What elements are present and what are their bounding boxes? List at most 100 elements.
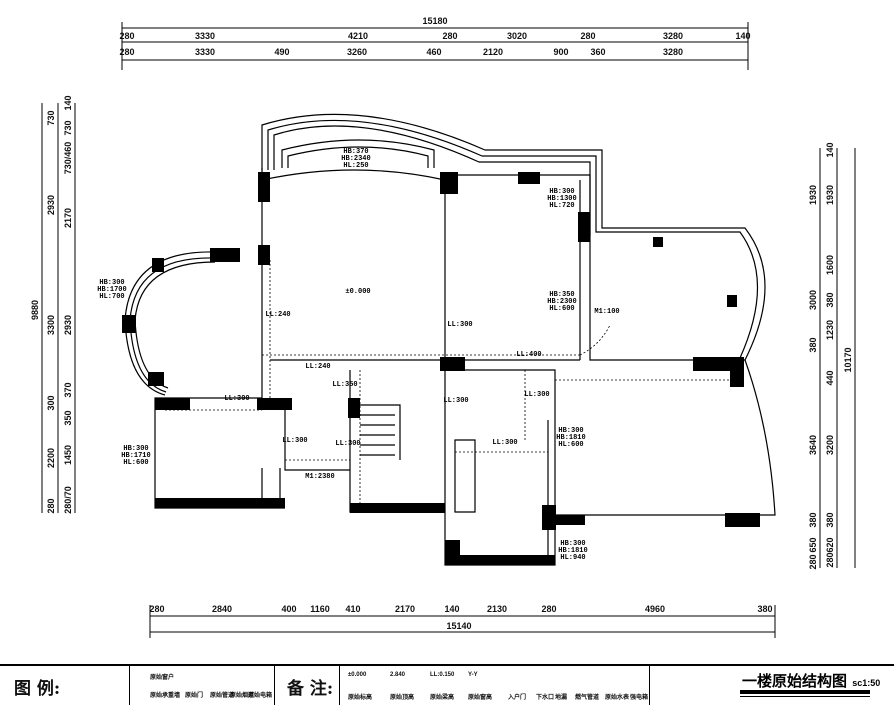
dimension-label: 280: [119, 31, 134, 41]
dimension-label: 400: [281, 604, 296, 614]
room-annotation: LL:300: [524, 391, 549, 399]
room-annotation: HB:370: [343, 148, 368, 156]
dimension-label: 280: [46, 498, 56, 513]
dimension-label: 620: [825, 537, 835, 552]
room-annotation: LL:300: [335, 440, 360, 448]
dimension-label: 370: [63, 382, 73, 397]
dimension-label: 280: [119, 47, 134, 57]
room-annotation: LL:300: [447, 321, 472, 329]
dimension-label: 2930: [63, 315, 73, 335]
notes-label: 备 注:: [287, 679, 334, 699]
dimension-label: 1230: [825, 320, 835, 340]
legend-mark-caption: 下水口: [536, 695, 555, 701]
dimension-label: 380: [808, 512, 818, 527]
room-annotation: HL:700: [99, 293, 124, 301]
dimension-label: 1450: [63, 445, 73, 465]
dimension-label: 2930: [46, 195, 56, 215]
dimension-label: 140: [63, 95, 73, 110]
dimension-label: 490: [274, 47, 289, 57]
room-annotation: LL:300: [282, 437, 307, 445]
dimension-label: 2130: [487, 604, 507, 614]
room-annotation: ±0.000: [345, 288, 370, 296]
dimension-label: 280/70: [63, 486, 73, 514]
room-annotation: M1:2380: [305, 473, 334, 481]
room-annotation: LL:350: [332, 381, 357, 389]
dimension-label: 380: [825, 292, 835, 307]
room-annotation: HL:250: [343, 162, 368, 170]
legend-item: 原始电箱: [248, 693, 273, 699]
legend-item: 原始门: [185, 693, 204, 699]
dimension-label: 4960: [645, 604, 665, 614]
legend-mark-value: Y-Y: [468, 672, 478, 678]
room-annotation: HB:300: [560, 540, 585, 548]
dimension-label: 3330: [195, 47, 215, 57]
legend-item: 原始承重墙: [150, 693, 181, 699]
legend-mark-caption: 地漏: [555, 695, 568, 701]
dimension-label: 3260: [347, 47, 367, 57]
dimension-total-right: 10170: [843, 347, 853, 372]
dimension-label: 380: [808, 337, 818, 352]
dimension-label: 730: [46, 110, 56, 125]
room-annotation: LL:300: [443, 397, 468, 405]
room-annotation: LL:240: [265, 311, 290, 319]
dimension-label: 280: [825, 552, 835, 567]
drawing-title: 一楼原始结构图 sc1:50: [742, 670, 880, 691]
legend-mark-caption: 原始窗高: [468, 695, 493, 701]
legend-item: 原始窗户: [150, 675, 175, 681]
dimension-label: 1930: [825, 185, 835, 205]
dimension-label: 3640: [808, 435, 818, 455]
dimension-label: 410: [345, 604, 360, 614]
legend-mark-caption: 燃气管道: [575, 695, 600, 701]
dimension-label: 1930: [808, 185, 818, 205]
dimension-label: 360: [590, 47, 605, 57]
legend-mark-value: LL:0.150: [430, 672, 455, 678]
room-annotation: HB:300: [558, 427, 583, 435]
dimension-label: 460: [426, 47, 441, 57]
legend-mark-caption: 强电箱: [630, 695, 649, 701]
dimension-total-top: 15180: [422, 16, 447, 26]
room-annotation: M1:100: [594, 308, 619, 316]
room-annotation: HB:350: [549, 291, 574, 299]
legend-mark-caption: 原始水表: [605, 695, 630, 701]
dimension-label: 3330: [195, 31, 215, 41]
room-annotation: HB:1810: [556, 434, 585, 442]
dimension-label: 280: [808, 554, 818, 569]
legend-label: 图 例:: [14, 679, 61, 699]
room-annotation: HL:600: [549, 305, 574, 313]
legend-mark-caption: 原始标高: [348, 695, 373, 701]
dimension-total-left: 9880: [30, 300, 40, 320]
notes-label-cell: 备 注:: [275, 666, 340, 705]
dimension-label: 2170: [63, 208, 73, 228]
room-annotation: HL:600: [123, 459, 148, 467]
dimension-label: 4210: [348, 31, 368, 41]
dimension-label: 280: [149, 604, 164, 614]
legend-label-cell: 图 例:: [0, 666, 130, 705]
legend-mark-value: 2.840: [390, 672, 406, 678]
dimension-label: 730: [63, 120, 73, 135]
room-annotation: HB:2340: [341, 155, 370, 163]
drawing-title-text: 一楼原始结构图: [742, 672, 848, 690]
room-annotation: LL:300: [224, 395, 249, 403]
dimension-label: 2170: [395, 604, 415, 614]
drawing-scale: sc1:50: [852, 678, 881, 688]
dimension-lines: [41, 22, 856, 638]
room-annotation: HB:1810: [558, 547, 587, 555]
dimension-label: 2200: [46, 448, 56, 468]
dimension-label: 2840: [212, 604, 232, 614]
legend-item: 原始烟道: [230, 693, 255, 699]
room-annotation: LL:300: [492, 439, 517, 447]
dimension-label: 440: [825, 370, 835, 385]
room-annotation: HB:300: [99, 279, 124, 287]
legend-items: 原始承重墙 原始窗户 原始门 原始管道 原始烟道 原始电箱: [130, 666, 275, 705]
dimension-label: 140: [735, 31, 750, 41]
dimension-label: 2120: [483, 47, 503, 57]
room-annotation: HB:300: [123, 445, 148, 453]
room-annotation: HB:300: [549, 188, 574, 196]
room-annotation: HB:1700: [97, 286, 126, 294]
title-underline: [740, 690, 870, 694]
dashed-beams: [165, 180, 740, 510]
legend-bar: 图 例: 原始承重墙 原始窗户 原始门 原始管道 原始烟道 原始电箱 备 注: …: [0, 664, 894, 705]
dimension-label: 3000: [808, 290, 818, 310]
